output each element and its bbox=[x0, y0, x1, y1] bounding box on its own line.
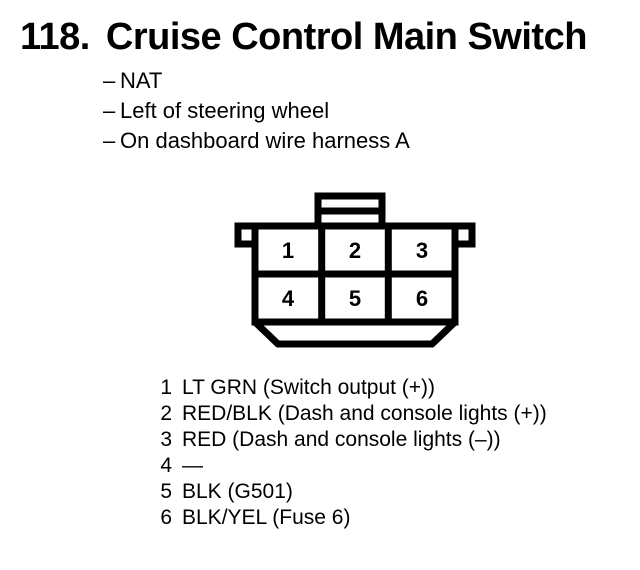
connector-pin-label: 4 bbox=[282, 286, 295, 311]
legend-pin-label: BLK (G501) bbox=[182, 480, 293, 503]
pin-legend: 1 LT GRN (Switch output (+)) 2 RED/BLK (… bbox=[152, 375, 547, 531]
note-item-label: NAT bbox=[120, 68, 163, 93]
legend-pin-number: 3 bbox=[160, 428, 172, 451]
note-item-label: On dashboard wire harness A bbox=[120, 128, 410, 153]
note-item: – NAT bbox=[103, 66, 410, 96]
legend-pin-label: RED (Dash and console lights (–)) bbox=[182, 428, 501, 451]
connector-diagram: 1 2 3 4 5 6 bbox=[230, 186, 480, 359]
legend-pin-label: BLK/YEL (Fuse 6) bbox=[182, 506, 351, 529]
dash-icon: – bbox=[103, 68, 116, 93]
legend-row: 4 — bbox=[152, 453, 547, 479]
note-item: – Left of steering wheel bbox=[103, 96, 410, 126]
note-list: – NAT – Left of steering wheel – On dash… bbox=[103, 66, 410, 156]
dash-icon: – bbox=[103, 98, 116, 123]
legend-pin-label: LT GRN (Switch output (+)) bbox=[182, 376, 436, 399]
legend-row: 2 RED/BLK (Dash and console lights (+)) bbox=[152, 401, 547, 427]
note-item-label: Left of steering wheel bbox=[120, 98, 330, 123]
connector-pin-label: 6 bbox=[416, 286, 428, 311]
note-item: – On dashboard wire harness A bbox=[103, 126, 410, 156]
legend-pin-number: 4 bbox=[160, 454, 172, 477]
legend-pin-number: 1 bbox=[160, 376, 172, 399]
legend-pin-number: 6 bbox=[160, 506, 172, 529]
page-title: 118. Cruise Control Main Switch bbox=[20, 16, 587, 59]
legend-row: 5 BLK (G501) bbox=[152, 479, 547, 505]
connector-pin-label: 5 bbox=[349, 286, 361, 311]
connector-pin-numbers: 1 2 3 4 5 6 bbox=[282, 238, 428, 311]
dash-icon: – bbox=[103, 128, 116, 153]
legend-row: 3 RED (Dash and console lights (–)) bbox=[152, 427, 547, 453]
legend-pin-label: — bbox=[182, 454, 203, 477]
legend-row: 6 BLK/YEL (Fuse 6) bbox=[152, 505, 547, 531]
legend-pin-number: 2 bbox=[160, 402, 172, 425]
legend-pin-number: 5 bbox=[160, 480, 172, 503]
connector-svg: 1 2 3 4 5 6 bbox=[234, 192, 476, 348]
legend-row: 1 LT GRN (Switch output (+)) bbox=[152, 375, 547, 401]
connector-pin-label: 2 bbox=[349, 238, 361, 263]
connector-pin-label: 3 bbox=[416, 238, 428, 263]
page-title-number: 118. bbox=[20, 16, 90, 58]
legend-pin-label: RED/BLK (Dash and console lights (+)) bbox=[182, 402, 547, 425]
connector-body-outline bbox=[234, 222, 476, 348]
connector-pin-label: 1 bbox=[282, 238, 294, 263]
page-title-text: Cruise Control Main Switch bbox=[105, 16, 588, 58]
